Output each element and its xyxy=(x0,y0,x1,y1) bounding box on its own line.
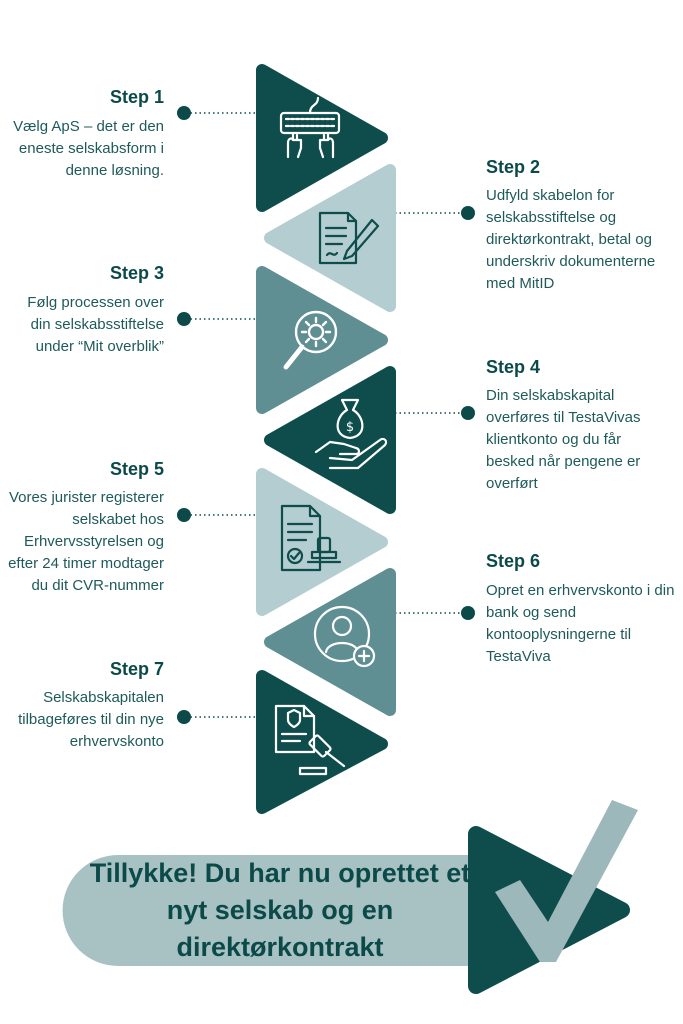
document-stamp-icon xyxy=(280,504,342,572)
connector-dot-7 xyxy=(177,710,191,724)
step-4-title: Step 4 xyxy=(486,357,541,377)
step-4-shape xyxy=(264,366,396,514)
step-3-text: Følg processen over din selskabsstiftels… xyxy=(27,294,164,355)
step-1-shape xyxy=(256,64,388,212)
step-4-text: Din selskabskapital overføres til TestaV… xyxy=(486,387,641,492)
step-1-text: Vælg ApS – det er den eneste selskabsfor… xyxy=(13,118,164,179)
step-5-title: Step 5 xyxy=(109,459,164,479)
step-7-shape xyxy=(256,670,388,814)
step-7-title: Step 7 xyxy=(109,659,164,679)
keyboard-hands-icon xyxy=(279,96,341,159)
step-6-shape xyxy=(264,568,396,716)
connector-dot-2 xyxy=(461,206,475,220)
svg-text:$: $ xyxy=(346,420,354,435)
step-2-text: Udfyld skabelon for selskabsstiftelse og… xyxy=(486,187,656,292)
step-3-shape xyxy=(256,266,388,414)
step-3-title: Step 3 xyxy=(109,263,164,283)
step-2-title: Step 2 xyxy=(486,157,541,177)
connector-dot-6 xyxy=(461,606,475,620)
final-message: Tillykke! Du har nu oprettet et nyt sels… xyxy=(89,858,471,962)
step-1-title: Step 1 xyxy=(109,87,164,107)
checkmark-icon xyxy=(495,800,638,962)
connectors xyxy=(186,112,466,718)
step-6-title: Step 6 xyxy=(486,551,541,571)
final-pill xyxy=(62,855,521,966)
connector-dot-3 xyxy=(177,312,191,326)
connector-dot-4 xyxy=(461,406,475,420)
user-add-icon xyxy=(313,605,376,668)
legal-gavel-icon xyxy=(274,704,346,776)
step-5-text: Vores jurister registerer selskabet hos … xyxy=(8,489,164,594)
connector-dot-1 xyxy=(177,106,191,120)
step-2-shape xyxy=(264,164,396,312)
magnifier-gear-icon xyxy=(283,310,338,370)
money-bag-hand-icon: $ xyxy=(314,398,388,470)
document-signing-icon xyxy=(318,211,380,265)
step-5-shape xyxy=(256,468,388,616)
step-7-text: Selskabskapitalen tilbageføres til din n… xyxy=(18,689,164,750)
connector-dot-5 xyxy=(177,508,191,522)
step-6-text: Opret en erhvervskonto i din bank og sen… xyxy=(486,582,675,665)
